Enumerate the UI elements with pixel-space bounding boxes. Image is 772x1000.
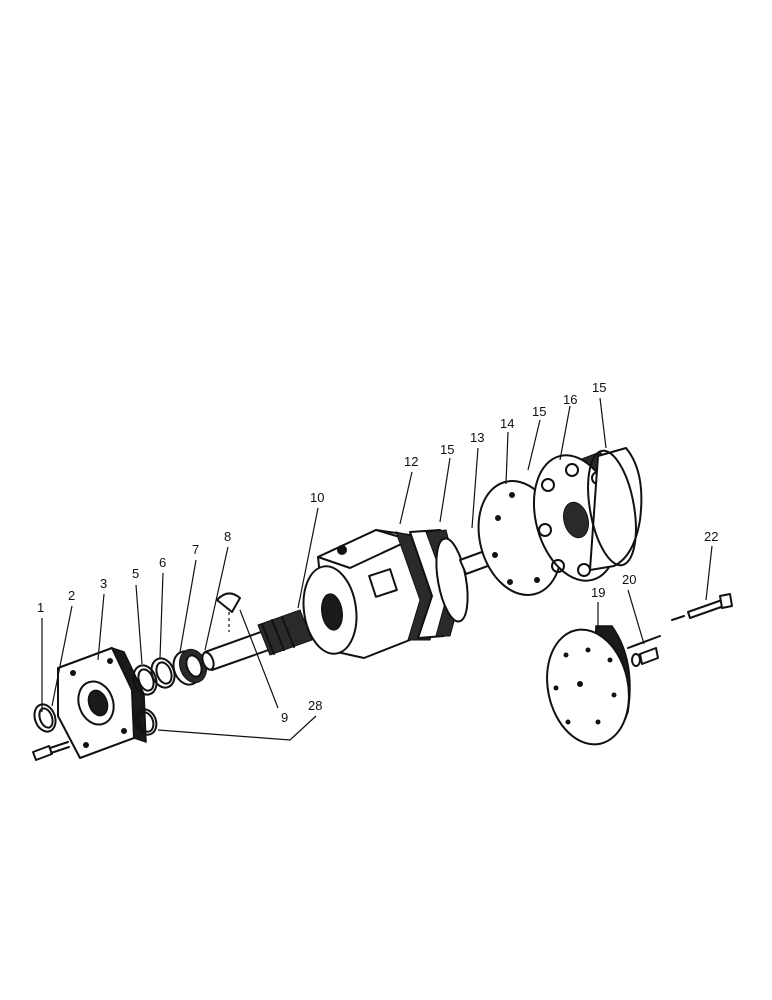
- part-9-key: [216, 592, 241, 632]
- callout-2: 2: [68, 588, 75, 603]
- callout-7: 7: [192, 542, 199, 557]
- leader-lines: [41, 397, 713, 741]
- callout-20: 20: [622, 572, 636, 587]
- callout-15-front: 15: [440, 442, 454, 457]
- part-28-o-ring: [134, 708, 158, 736]
- callouts: 1 2 3 5 6 7 8 9 10 12 15 13 14 15 16 15 …: [37, 380, 718, 725]
- part-7-bearing: [172, 648, 208, 686]
- drive-shaft: [201, 609, 313, 671]
- callout-14: 14: [500, 416, 514, 431]
- callout-9: 9: [281, 710, 288, 725]
- callout-28: 28: [308, 698, 322, 713]
- callout-22: 22: [704, 529, 718, 544]
- part-22-tie-bolt: [671, 593, 733, 621]
- callout-15-rear: 15: [592, 380, 606, 395]
- callout-13: 13: [470, 430, 484, 445]
- part-3-flange: [57, 646, 147, 759]
- callout-1: 1: [37, 600, 44, 615]
- callout-19: 19: [591, 585, 605, 600]
- part-1-bolt: [32, 741, 70, 761]
- part-20-plug: [627, 635, 661, 667]
- callout-16: 16: [563, 392, 577, 407]
- part-2-snap-ring: [33, 703, 57, 733]
- callout-5: 5: [132, 566, 139, 581]
- part-10-housing: [302, 529, 441, 659]
- part-15-end-cap: [587, 447, 643, 571]
- callout-8: 8: [224, 529, 231, 544]
- callout-3: 3: [100, 576, 107, 591]
- callout-12: 12: [404, 454, 418, 469]
- callout-10: 10: [310, 490, 324, 505]
- callout-15-middle: 15: [532, 404, 546, 419]
- part-19-end-plate: [546, 625, 631, 746]
- callout-6: 6: [159, 555, 166, 570]
